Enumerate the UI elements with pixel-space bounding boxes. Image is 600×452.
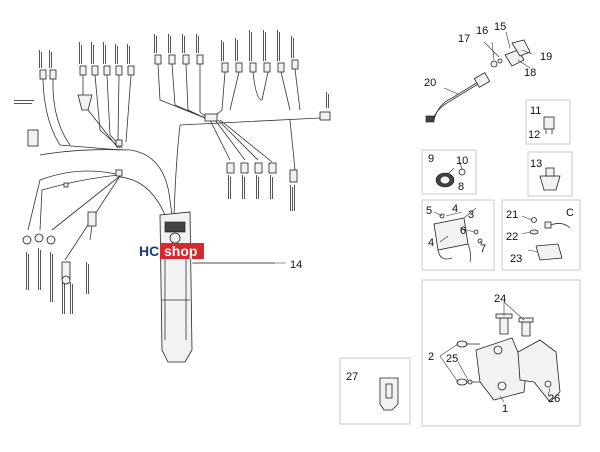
callout-25: 25	[446, 353, 458, 365]
callout-5: 5	[426, 205, 432, 217]
tiny-label-marks	[14, 30, 329, 314]
logo-shop: shop	[164, 243, 197, 259]
callout-7: 7	[480, 243, 486, 255]
wiring-harness	[14, 30, 331, 314]
callout-21: 21	[506, 209, 518, 221]
part-bracket-assembly	[456, 313, 561, 403]
part-13	[539, 167, 561, 191]
callout-17: 17	[458, 33, 470, 45]
callout-19: 19	[540, 51, 552, 63]
part-11-12	[543, 116, 555, 134]
part-27	[379, 377, 399, 411]
callout-numbers: 20 17 16 15 19 18 11 12 9 10 8 13 5 4 3 …	[290, 21, 574, 415]
part-8-9-10	[435, 168, 466, 188]
part-3-7	[433, 213, 483, 263]
part-21-23	[529, 217, 571, 261]
callout-13: 13	[530, 158, 542, 170]
panel-3-7	[421, 199, 495, 271]
callout-4b: 4	[428, 237, 434, 249]
panel-1-26	[421, 279, 581, 427]
callout-26: 26	[548, 393, 560, 405]
panel-13	[527, 151, 573, 197]
callout-23: 23	[510, 253, 522, 265]
connector-row-top	[39, 54, 299, 80]
callout-15: 15	[494, 21, 506, 33]
callout-14: 14	[290, 259, 302, 271]
panel-21-23	[501, 199, 581, 271]
callout-12: 12	[528, 129, 540, 141]
leader-lines	[192, 31, 551, 403]
sensor-assembly	[425, 39, 531, 123]
callout-16: 16	[476, 25, 488, 37]
callout-8: 8	[458, 181, 464, 193]
callout-22: 22	[506, 231, 518, 243]
logo-hc: HC	[139, 243, 159, 259]
callout-27: 27	[346, 371, 358, 383]
callout-4a: 4	[452, 203, 458, 215]
callout-10: 10	[456, 155, 468, 167]
callout-6: 6	[460, 225, 466, 237]
harness-module	[159, 211, 275, 363]
callout-24: 24	[494, 293, 506, 305]
callout-20: 20	[424, 77, 436, 89]
callout-3: 3	[468, 209, 474, 221]
hcshop-logo: HC shop	[138, 243, 204, 259]
callout-11: 11	[530, 105, 541, 117]
callout-9: 9	[428, 153, 434, 165]
panel-11-12	[525, 99, 571, 145]
callout-1: 1	[502, 403, 508, 415]
panel-27	[339, 357, 411, 425]
callout-c: C	[566, 207, 574, 219]
panel-8-9-10	[421, 149, 477, 195]
callout-2: 2	[428, 351, 434, 363]
callout-18: 18	[524, 67, 536, 79]
